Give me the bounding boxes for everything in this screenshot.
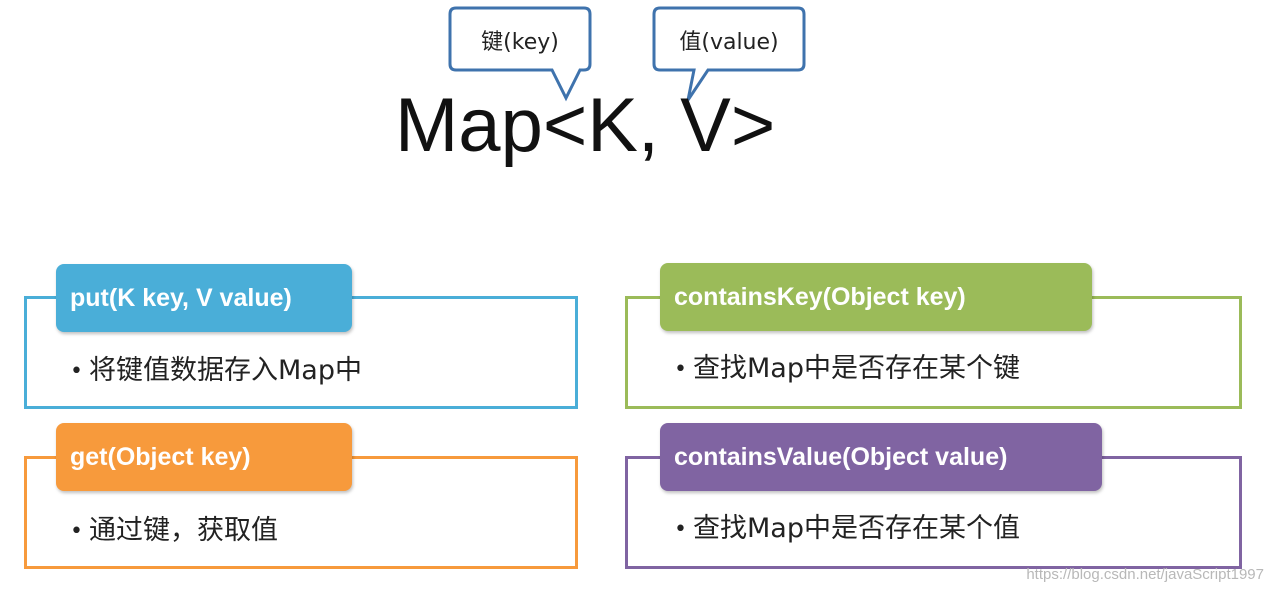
put-description: •将键值数据存入Map中: [70, 348, 362, 387]
put-method-badge: put(K key, V value): [56, 264, 352, 332]
callout-bubbles: [448, 6, 806, 102]
page-title: Map<K, V>: [395, 83, 776, 168]
contains-key-method-badge: containsKey(Object key): [660, 263, 1092, 331]
value-callout-bubble: [652, 6, 806, 101]
contains-key-description: •查找Map中是否存在某个键: [674, 346, 1020, 385]
key-callout-label: 键(key): [481, 30, 559, 55]
bullet-icon: •: [674, 357, 687, 382]
contains-value-method-badge: containsValue(Object value): [660, 423, 1102, 491]
get-method-badge: get(Object key): [56, 423, 352, 491]
contains-value-description-text: 查找Map中是否存在某个值: [692, 513, 1020, 544]
get-description: •通过键，获取值: [70, 508, 278, 547]
watermark: https://blog.csdn.net/javaScript1997: [1026, 566, 1264, 583]
bullet-icon: •: [70, 359, 83, 384]
bullet-icon: •: [70, 519, 83, 544]
value-callout-label: 值(value): [679, 30, 779, 55]
bullet-icon: •: [674, 517, 687, 542]
contains-value-description: •查找Map中是否存在某个值: [674, 506, 1020, 545]
contains-key-description-text: 查找Map中是否存在某个键: [692, 353, 1020, 384]
get-description-text: 通过键，获取值: [88, 515, 278, 546]
put-description-text: 将键值数据存入Map中: [88, 355, 362, 386]
key-callout-bubble: [448, 6, 592, 102]
